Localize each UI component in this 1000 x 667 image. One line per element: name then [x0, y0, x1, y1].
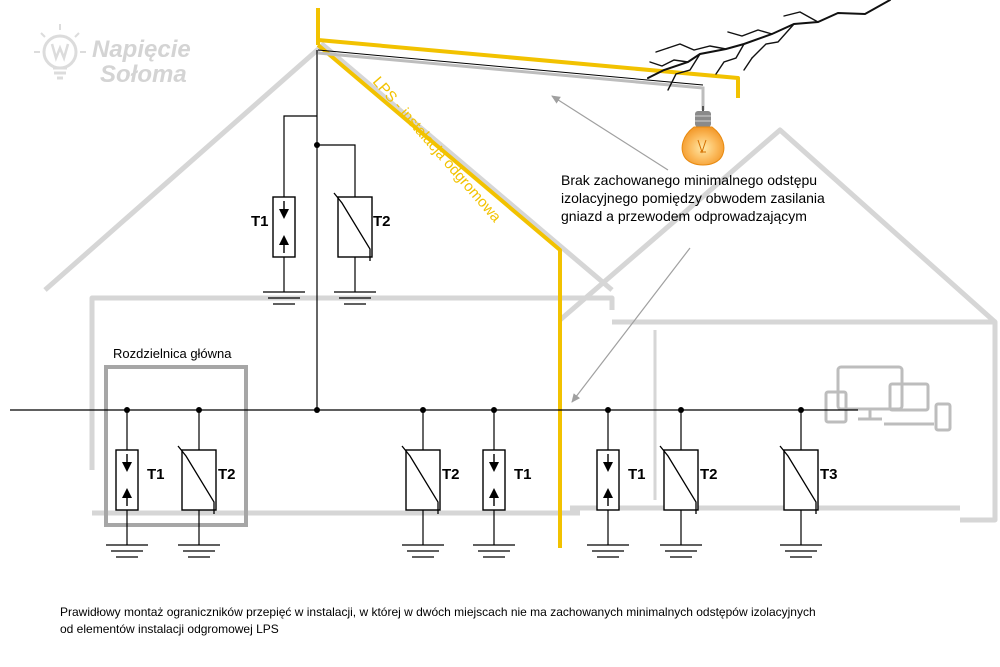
- annotation-arrow-down: [571, 247, 691, 403]
- switchboard-box: [104, 365, 248, 527]
- junction-dot: [420, 407, 426, 413]
- lightning-icon: [647, 0, 891, 91]
- spd-board-t1: [106, 410, 148, 558]
- ground-symbol: [263, 291, 305, 305]
- logo-line-1: Napięcie: [92, 36, 191, 63]
- junction-dot: [605, 407, 611, 413]
- label-right-t2: T2: [700, 466, 718, 483]
- junction-dot: [196, 407, 202, 413]
- annotation-line-2: izolacyjnego pomiędzy obwodem zasilania: [561, 190, 825, 206]
- ground-symbol: [106, 544, 148, 558]
- junction-dot: [124, 407, 130, 413]
- ground-symbol: [473, 544, 515, 558]
- label-upper-t2: T2: [373, 213, 391, 230]
- devices-icon: [824, 365, 952, 432]
- lps-conductor: [316, 8, 740, 548]
- spd-upper-t1: [263, 196, 305, 305]
- house-right-walls: [612, 319, 998, 523]
- junction-dot: [314, 407, 320, 413]
- spd-upper-t2: [333, 192, 376, 305]
- spd-mid-t2: [401, 410, 444, 558]
- spd-right-t2: [659, 410, 702, 558]
- switchboard-label: Rozdzielnica główna: [113, 346, 232, 361]
- house-right-roof: [558, 127, 997, 324]
- label-right-t3: T3: [820, 466, 838, 483]
- surge-protectors: [106, 142, 822, 558]
- ground-symbol: [660, 544, 702, 558]
- label-right-t1: T1: [628, 466, 646, 483]
- house-outline: [43, 42, 998, 523]
- house-left-walls: [89, 295, 615, 470]
- spd-mid-t1: [473, 410, 515, 558]
- house-left-roof: [43, 42, 614, 292]
- logo-line-2: Sołoma: [100, 61, 187, 88]
- ground-symbol: [334, 291, 376, 305]
- label-upper-t1: T1: [251, 213, 269, 230]
- ground-symbol: [587, 544, 629, 558]
- ground-symbol: [780, 544, 822, 558]
- caption-line-1: Prawidłowy montaż ograniczników przepięć…: [60, 605, 816, 619]
- annotation-line-3: gniazd a przewodem odprowadzającym: [561, 208, 807, 224]
- caption-line-2: od elementów instalacji odgromowej LPS: [60, 622, 279, 636]
- spd-right-t1: [587, 410, 629, 558]
- wiring: [10, 50, 858, 411]
- spd-right-t3: [779, 410, 822, 558]
- annotation-line-1: Brak zachowanego minimalnego odstępu: [561, 172, 817, 188]
- ground-symbol: [402, 544, 444, 558]
- logo: Napięcie Sołoma: [34, 24, 191, 88]
- junction-dot: [678, 407, 684, 413]
- label-board-t2: T2: [218, 466, 236, 483]
- spd-board-t2: [177, 410, 220, 558]
- annotation-arrow-up: [551, 95, 669, 171]
- label-board-t1: T1: [147, 466, 165, 483]
- junction-dot: [314, 142, 320, 148]
- label-mid-t2: T2: [442, 466, 460, 483]
- caption: Prawidłowy montaż ograniczników przepięć…: [60, 604, 960, 638]
- lps-roof-wire: [317, 49, 705, 110]
- junction-dot: [491, 407, 497, 413]
- annotation: Brak zachowanego minimalnego odstępu izo…: [551, 95, 825, 403]
- lps-label: LPS - instalacja odgromowa: [369, 73, 505, 226]
- ground-symbol: [178, 544, 220, 558]
- logo-icon: [34, 24, 86, 80]
- light-bulb-icon: [681, 106, 725, 166]
- junction-dot: [798, 407, 804, 413]
- label-mid-t1: T1: [514, 466, 532, 483]
